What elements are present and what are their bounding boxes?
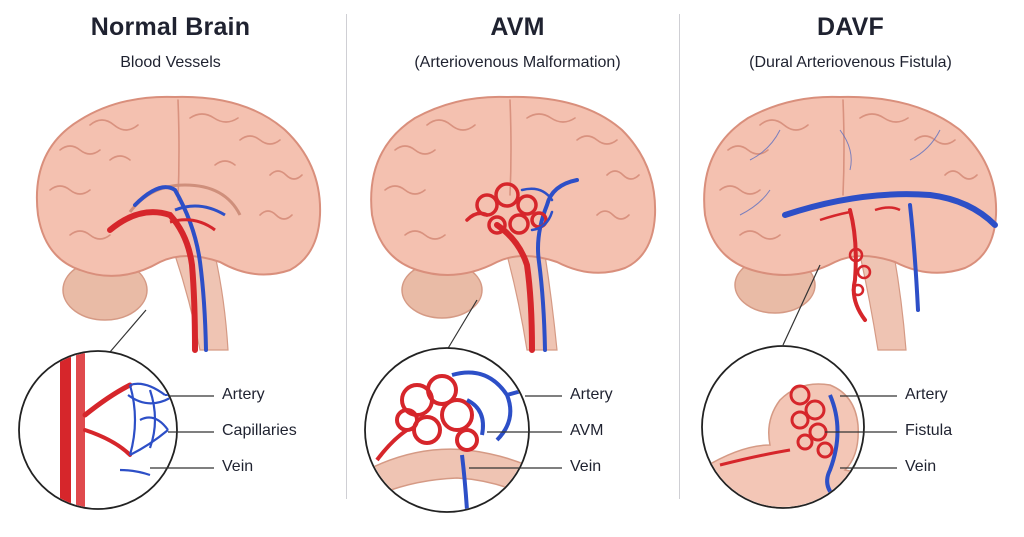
vein-branch	[174, 204, 226, 217]
inset-artery-branch	[83, 428, 132, 457]
panel-divider	[346, 14, 347, 499]
label-vein: Vein	[570, 458, 602, 475]
inset-fistula-tangle	[719, 384, 834, 467]
inset-avm-tangle	[375, 374, 479, 462]
label-vein: Vein	[222, 458, 254, 475]
brain-folds	[719, 99, 978, 240]
cerebrum	[703, 95, 998, 276]
label-fistula: Fistula	[905, 422, 953, 439]
inset-capillary-network	[119, 382, 171, 477]
label-artery: Artery	[905, 386, 948, 403]
label-artery: Artery	[570, 386, 613, 403]
artery-vessel	[848, 208, 867, 322]
zoom-inset-circle	[18, 350, 178, 510]
inset-vein-tangle	[451, 370, 526, 511]
panel-title: DAVF	[817, 13, 884, 41]
inset-artery-trunk-2	[76, 352, 85, 508]
vein-vessel	[908, 203, 920, 312]
brain-stem	[859, 254, 907, 351]
panel-subtitle: (Dural Arteriovenous Fistula)	[749, 54, 952, 71]
label-capillaries: Capillaries	[222, 422, 297, 439]
inset-tissue	[366, 448, 528, 502]
avm-brain-illustration	[364, 95, 657, 513]
label-vein: Vein	[905, 458, 937, 475]
artery-vessel	[107, 209, 198, 353]
panel-subtitle: Blood Vessels	[120, 54, 221, 71]
artery-vessel	[494, 222, 535, 353]
dural-sinus	[782, 191, 998, 228]
fistula-tangle	[819, 206, 901, 297]
avm-nidus	[465, 182, 554, 235]
artery-branch	[169, 218, 216, 232]
davf-brain-illustration	[701, 95, 998, 509]
panel-title: Normal Brain	[90, 13, 251, 41]
panel-avm: AVM (Arteriovenous Malformation)	[347, 0, 688, 537]
normal-brain-illustration	[18, 95, 322, 510]
panel-title: AVM	[490, 13, 545, 41]
inset-artery-trunk	[60, 352, 71, 508]
brain-folds	[384, 99, 640, 240]
label-artery: Artery	[222, 386, 265, 403]
brain-stem	[174, 254, 229, 351]
zoom-pointer-line	[446, 299, 478, 351]
vein-vessel	[536, 178, 579, 352]
panel-divider	[679, 14, 680, 499]
vein-vessel	[133, 185, 208, 352]
surface-veins	[739, 129, 941, 216]
panel-subtitle: (Arteriovenous Malformation)	[414, 54, 621, 71]
panel-normal-brain: Normal Brain Blood Vessels	[0, 0, 341, 537]
zoom-pointer-line	[109, 309, 147, 353]
zoom-pointer-line	[782, 264, 821, 346]
brain-folds	[49, 99, 303, 240]
panel-davf: DAVF (Dural Arteriovenous Fistula)	[680, 0, 1021, 537]
inset-artery-branch	[82, 382, 133, 418]
label-avm: AVM	[570, 422, 604, 439]
